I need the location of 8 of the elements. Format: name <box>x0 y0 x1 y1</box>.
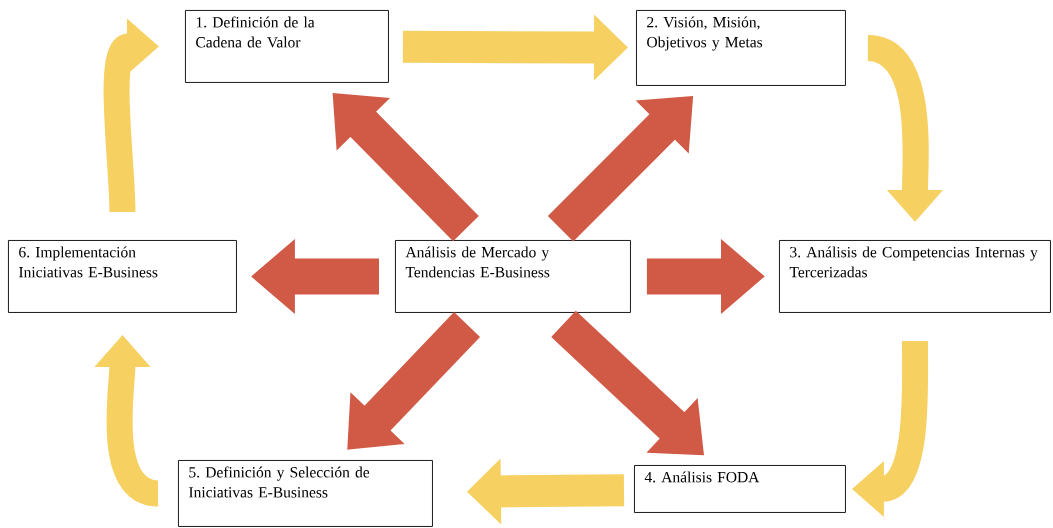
process-box: 6. Implementación Iniciativas E-Business <box>8 240 237 313</box>
process-box: 1. Definición de la Cadena de Valor <box>185 10 389 83</box>
center-box: Análisis de Mercado y Tendencias E-Business <box>395 240 631 313</box>
process-box: 3. Análisis de Competencias Internas y Tercerizadas <box>779 240 1051 313</box>
process-box: 5. Definición y Selección de Iniciativas E-Business <box>178 460 433 527</box>
block-arrow <box>347 312 481 450</box>
process-box: 4. Análisis FODA <box>634 465 846 513</box>
process-box: 2. Visión, Misión, Objetivos y Metas <box>636 10 846 86</box>
